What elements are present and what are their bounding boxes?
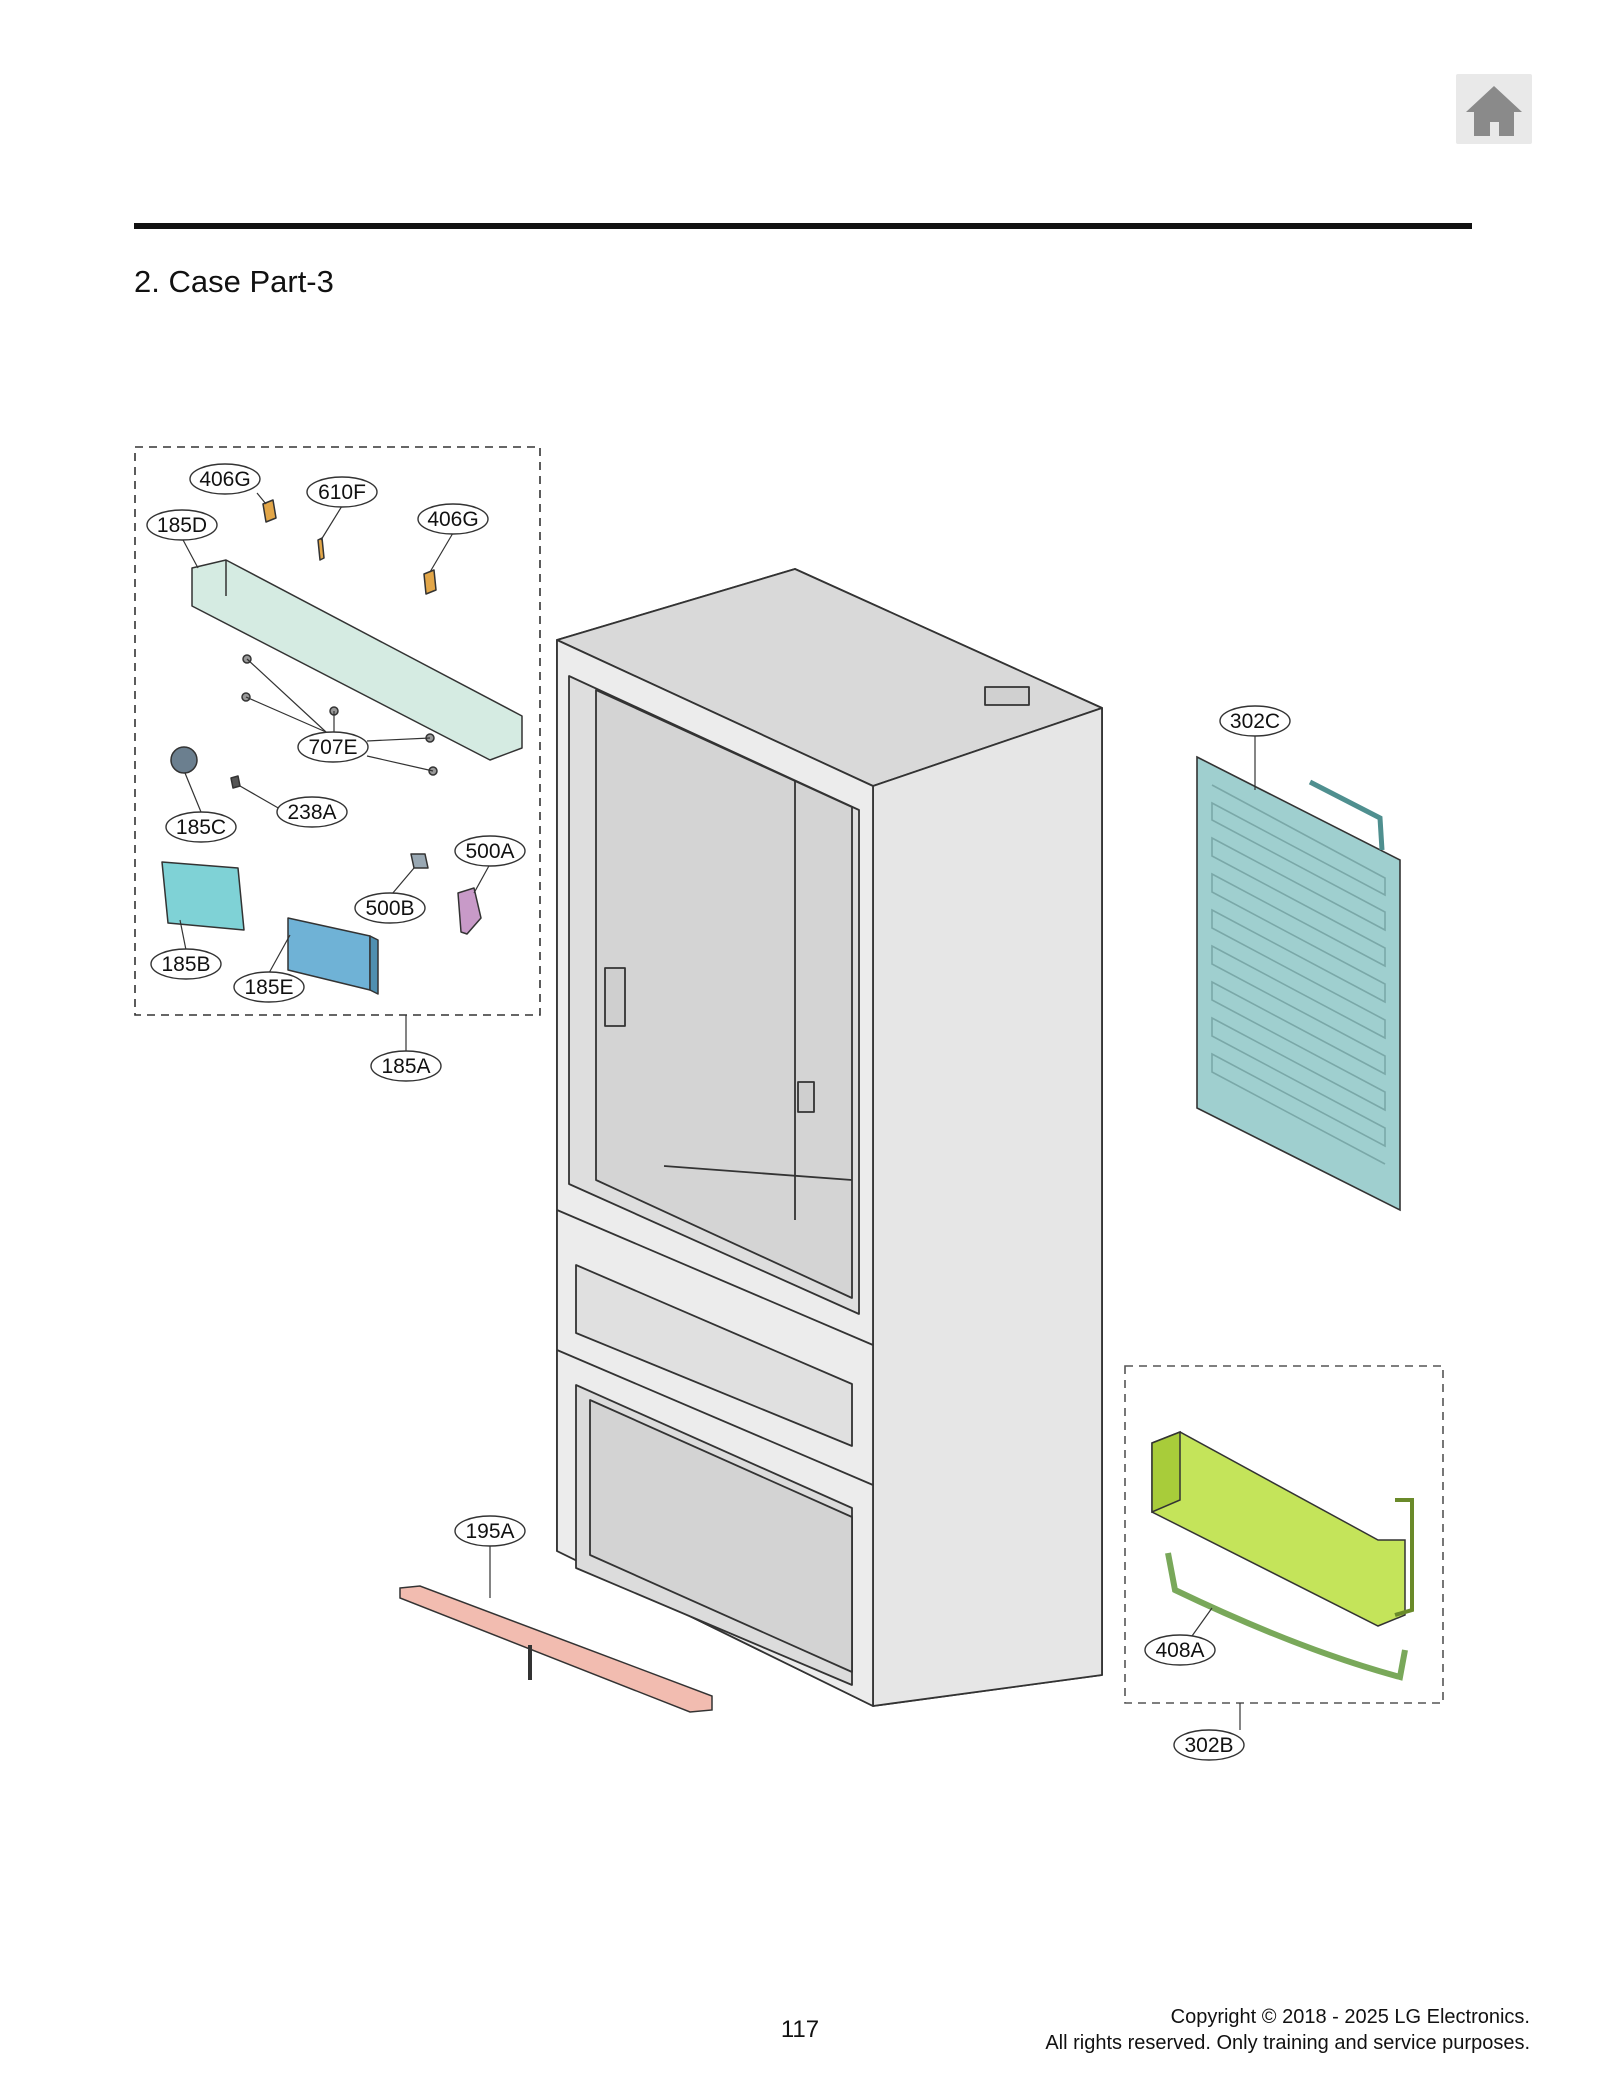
part-195A-tray [399, 1585, 713, 1713]
callout-406G-2: 406G [427, 508, 478, 531]
part-238A [230, 775, 241, 789]
part-185D-duct [191, 559, 523, 761]
copyright-notice: Copyright © 2018 - 2025 LG Electronics. … [1045, 2004, 1530, 2056]
callout-408A: 408A [1155, 1639, 1204, 1662]
copyright-line-2: All rights reserved. Only training and s… [1045, 2032, 1530, 2054]
home-icon [1466, 86, 1522, 136]
part-408A-heater [1165, 1552, 1408, 1681]
sub-assembly-185A-parts [161, 499, 523, 995]
part-185B-cover [161, 861, 245, 931]
part-302C-evaporator [1196, 755, 1401, 1212]
home-button[interactable] [1456, 74, 1532, 144]
subassembly-185A-box [134, 446, 541, 1016]
part-406G-clip [262, 499, 277, 523]
callout-302B: 302B [1184, 1734, 1233, 1757]
section-title: 2. Case Part-3 [134, 264, 334, 299]
callout-500B: 500B [365, 897, 414, 920]
callout-406G: 406G [199, 468, 250, 491]
part-185C-knob [170, 746, 198, 774]
callout-238A: 238A [287, 801, 336, 824]
callout-610F: 610F [318, 481, 366, 504]
callout-185D: 185D [157, 514, 207, 537]
callout-185E: 185E [244, 976, 293, 999]
callout-500A: 500A [465, 840, 514, 863]
callout-185C: 185C [176, 816, 226, 839]
header-rule [134, 223, 1472, 229]
part-610F-pin [317, 537, 325, 561]
copyright-line-1: Copyright © 2018 - 2025 LG Electronics. [1170, 2006, 1530, 2028]
callout-185A: 185A [381, 1055, 430, 1078]
part-185E-cover [287, 917, 371, 991]
page-number: 117 [780, 2016, 820, 2043]
part-500B [410, 853, 429, 869]
callout-185B: 185B [161, 953, 210, 976]
callout-195A: 195A [465, 1520, 514, 1543]
refrigerator-case [556, 568, 1103, 1707]
subassembly-302B-box [1124, 1365, 1444, 1704]
callout-707E: 707E [308, 736, 357, 759]
part-302B-evaporator [1151, 1430, 1414, 1627]
callout-302C: 302C [1230, 710, 1280, 733]
part-500A [457, 887, 482, 935]
part-406G-clip [423, 569, 437, 595]
